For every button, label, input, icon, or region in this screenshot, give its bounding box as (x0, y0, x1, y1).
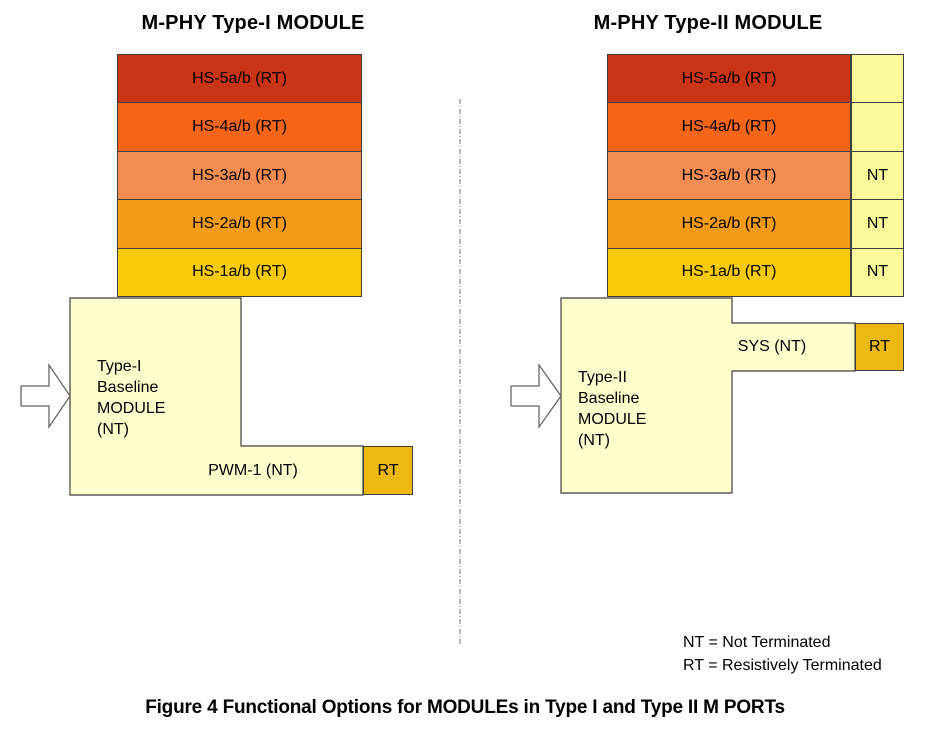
rt-termination-box: RT (855, 323, 904, 371)
legend: NT = Not Terminated RT = Resistively Ter… (683, 631, 882, 677)
hs-rate-bar: HS-5a/b (RT) (608, 55, 850, 104)
left-arrow-right-icon (20, 362, 71, 430)
type2-baseline-label: Type-II Baseline MODULE (NT) (578, 369, 647, 449)
figure-caption: Figure 4 Functional Options for MODULEs … (145, 697, 785, 718)
termination-box: NT (852, 248, 903, 297)
legend-rt-line: RT = Resistively Terminated (683, 657, 882, 674)
hs-rate-bar: HS-1a/b (RT) (118, 248, 361, 297)
type2-baseline-module-shape (560, 297, 856, 494)
termination-box: NT (852, 200, 903, 249)
termination-box (852, 103, 903, 152)
type1-baseline-label: Type-I Baseline MODULE (NT) (97, 358, 166, 438)
rt-termination-box: RT (363, 446, 413, 495)
pwm1-lane-label: PWM-1 (NT) (208, 462, 298, 479)
type2-module-title: M-PHY Type-II MODULE (593, 12, 823, 34)
sys-lane-label: SYS (NT) (737, 338, 807, 355)
termination-box (852, 55, 903, 104)
type1-rate-bar-stack: HS-5a/b (RT) HS-4a/b (RT) HS-3a/b (RT) H… (117, 54, 362, 297)
hs-rate-bar: HS-2a/b (RT) (608, 200, 850, 249)
type2-rate-bar-stack: HS-5a/b (RT) HS-4a/b (RT) HS-3a/b (RT) H… (607, 54, 851, 297)
hs-rate-bar: HS-5a/b (RT) (118, 55, 361, 104)
hs-rate-bar: HS-3a/b (RT) (608, 151, 850, 201)
hs-rate-bar: HS-1a/b (RT) (608, 248, 850, 297)
type1-module-title: M-PHY Type-I MODULE (141, 12, 365, 34)
hs-rate-bar: HS-4a/b (RT) (608, 103, 850, 152)
legend-nt-line: NT = Not Terminated (683, 634, 831, 651)
hs-rate-bar: HS-3a/b (RT) (118, 151, 361, 201)
type2-termination-column: NT NT NT (851, 54, 904, 297)
hs-rate-bar: HS-4a/b (RT) (118, 103, 361, 152)
hs-rate-bar: HS-2a/b (RT) (118, 200, 361, 249)
termination-box: NT (852, 151, 903, 201)
right-arrow-right-icon (510, 362, 562, 430)
